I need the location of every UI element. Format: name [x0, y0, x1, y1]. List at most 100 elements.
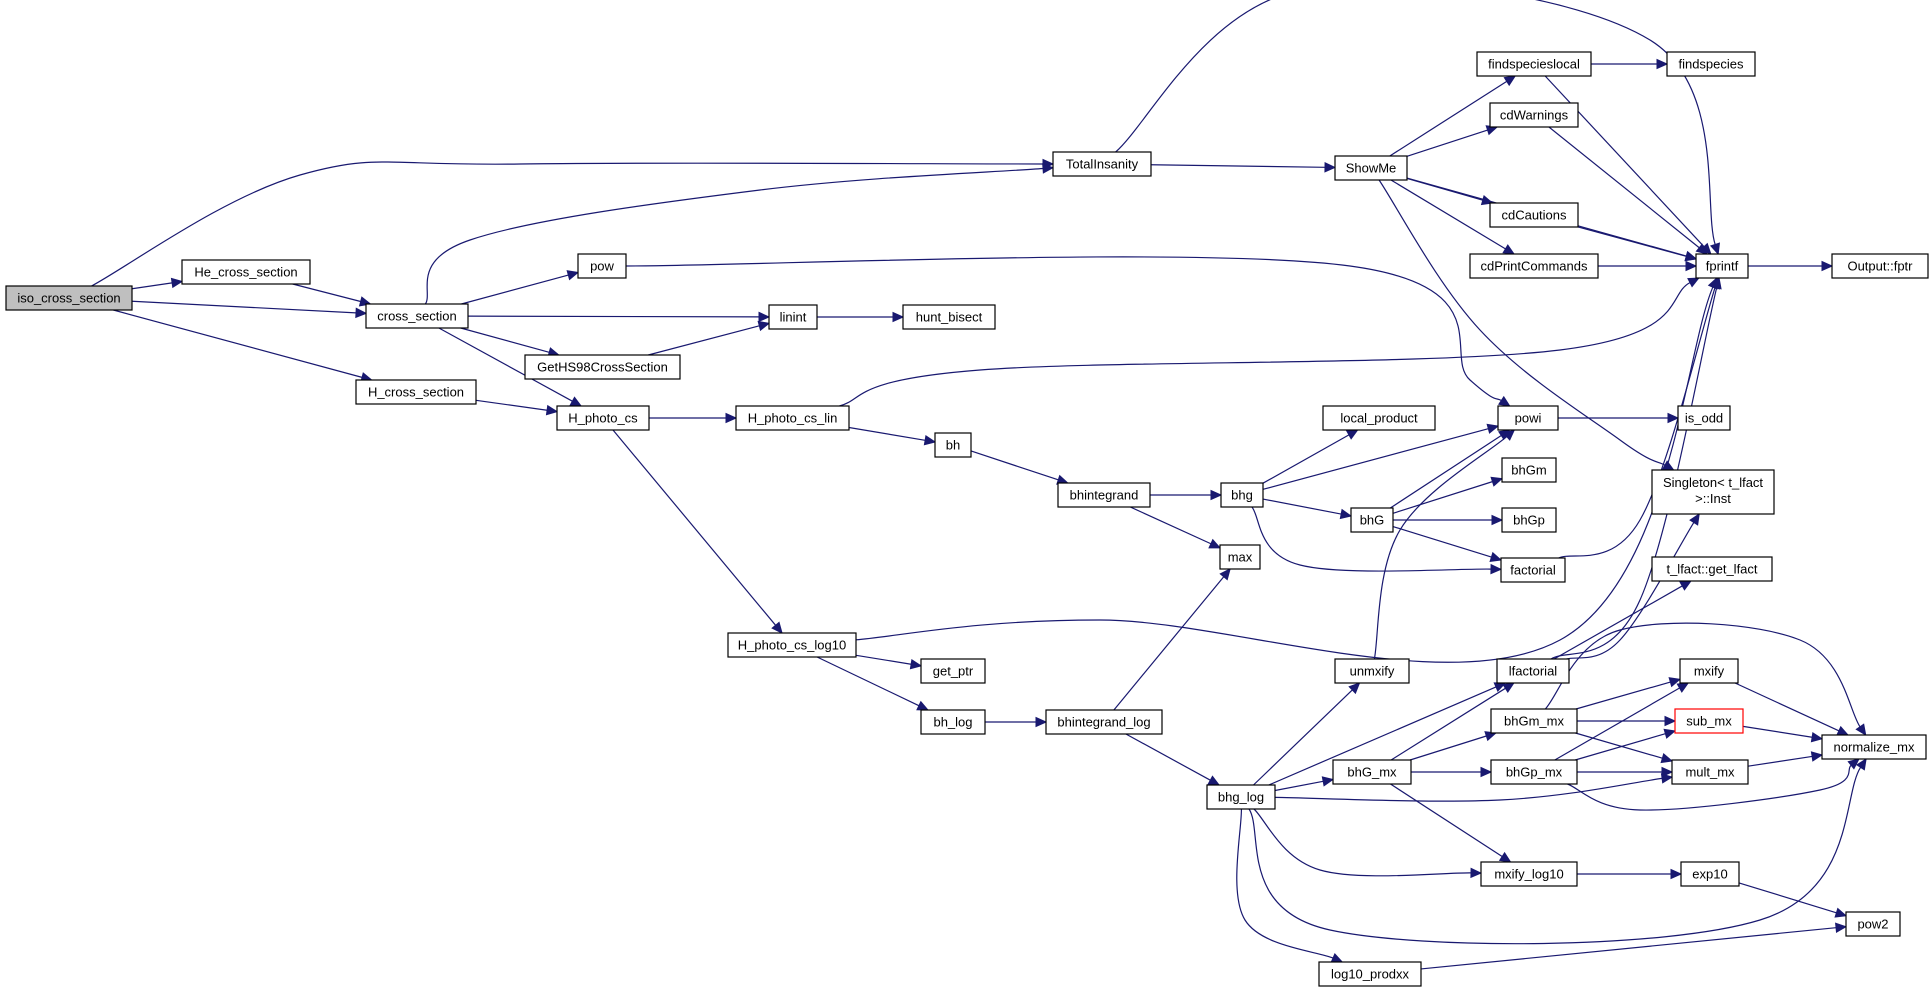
node-bhGp[interactable]: bhGp [1501, 507, 1557, 533]
node-box[interactable] [1332, 759, 1412, 785]
node-powi[interactable]: powi [1497, 405, 1559, 431]
node-bhg_log[interactable]: bhg_log [1206, 784, 1276, 810]
node-bhGp_mx[interactable]: bhGp_mx [1490, 759, 1578, 785]
node-box[interactable] [1679, 658, 1739, 684]
node-hunt_bisect[interactable]: hunt_bisect [902, 304, 996, 330]
node-bhg[interactable]: bhg [1220, 482, 1264, 508]
node-box[interactable] [1490, 759, 1578, 785]
node-findspecies[interactable]: findspecies [1666, 51, 1756, 77]
node-box[interactable] [1057, 482, 1151, 508]
node-box[interactable] [1666, 51, 1756, 77]
node-iso_cross_section[interactable]: iso_cross_section [5, 285, 133, 311]
node-bhGm[interactable]: bhGm [1501, 457, 1557, 483]
node-Output_fptr[interactable]: Output::fptr [1831, 253, 1929, 279]
node-local_product[interactable]: local_product [1322, 405, 1436, 431]
node-box[interactable] [1671, 759, 1749, 785]
node-box[interactable] [1674, 708, 1744, 734]
node-box[interactable] [902, 304, 996, 330]
node-box[interactable] [1318, 961, 1422, 987]
node-findspecieslocal[interactable]: findspecieslocal [1476, 51, 1592, 77]
node-cdCautions[interactable]: cdCautions [1489, 202, 1579, 228]
node-log10_prodxx[interactable]: log10_prodxx [1318, 961, 1422, 987]
node-bhGm_mx[interactable]: bhGm_mx [1490, 708, 1578, 734]
node-box[interactable] [1334, 155, 1408, 181]
node-box[interactable] [1334, 658, 1410, 684]
node-box[interactable] [934, 432, 972, 458]
node-pow[interactable]: pow [577, 253, 627, 279]
node-mxify_log10[interactable]: mxify_log10 [1480, 861, 1578, 887]
node-t_lfact_get[interactable]: t_lfact::get_lfact [1651, 556, 1773, 582]
node-mxify[interactable]: mxify [1679, 658, 1739, 684]
node-bhintegrand[interactable]: bhintegrand [1057, 482, 1151, 508]
node-Singleton[interactable]: Singleton< t_lfact>::Inst [1651, 469, 1775, 515]
node-get_ptr[interactable]: get_ptr [920, 658, 986, 684]
node-box[interactable] [1469, 253, 1599, 279]
node-GetHS98CrossSection[interactable]: GetHS98CrossSection [524, 354, 681, 380]
node-box[interactable] [5, 285, 133, 311]
node-box[interactable] [1500, 557, 1566, 583]
node-H_photo_cs[interactable]: H_photo_cs [556, 405, 650, 431]
node-exp10[interactable]: exp10 [1680, 861, 1740, 887]
node-box[interactable] [1489, 202, 1579, 228]
node-cdWarnings[interactable]: cdWarnings [1489, 102, 1579, 128]
node-box[interactable] [1651, 556, 1773, 582]
node-box[interactable] [1322, 405, 1436, 431]
node-box[interactable] [1480, 861, 1578, 887]
node-box[interactable] [768, 304, 818, 330]
node-box[interactable] [1501, 507, 1557, 533]
node-box[interactable] [1695, 253, 1749, 279]
node-box[interactable] [556, 405, 650, 431]
node-box[interactable] [920, 709, 986, 735]
node-ShowMe[interactable]: ShowMe [1334, 155, 1408, 181]
node-unmxify[interactable]: unmxify [1334, 658, 1410, 684]
node-box[interactable] [1677, 405, 1731, 431]
node-box[interactable] [181, 259, 311, 285]
node-H_photo_cs_lin[interactable]: H_photo_cs_lin [735, 405, 850, 431]
node-is_odd[interactable]: is_odd [1677, 405, 1731, 431]
node-box[interactable] [727, 632, 857, 658]
node-mult_mx[interactable]: mult_mx [1671, 759, 1749, 785]
node-box[interactable] [1476, 51, 1592, 77]
node-box[interactable] [365, 303, 469, 329]
node-max[interactable]: max [1219, 544, 1261, 570]
node-H_cross_section[interactable]: H_cross_section [355, 379, 477, 405]
node-He_cross_section[interactable]: He_cross_section [181, 259, 311, 285]
node-cdPrintCommands[interactable]: cdPrintCommands [1469, 253, 1599, 279]
node-box[interactable] [1045, 709, 1163, 735]
node-lfactorial[interactable]: lfactorial [1496, 658, 1570, 684]
node-bhintegrand_log[interactable]: bhintegrand_log [1045, 709, 1163, 735]
node-box[interactable] [920, 658, 986, 684]
node-bhG[interactable]: bhG [1350, 507, 1394, 533]
node-box[interactable] [1489, 102, 1579, 128]
node-bh_log[interactable]: bh_log [920, 709, 986, 735]
node-pow2[interactable]: pow2 [1845, 911, 1901, 937]
node-TotalInsanity[interactable]: TotalInsanity [1052, 151, 1152, 177]
node-box[interactable] [1680, 861, 1740, 887]
node-H_photo_cs_log10[interactable]: H_photo_cs_log10 [727, 632, 857, 658]
node-bh[interactable]: bh [934, 432, 972, 458]
node-box[interactable] [355, 379, 477, 405]
node-cross_section[interactable]: cross_section [365, 303, 469, 329]
node-box[interactable] [1651, 469, 1775, 515]
node-linint[interactable]: linint [768, 304, 818, 330]
node-fprintf[interactable]: fprintf [1695, 253, 1749, 279]
node-box[interactable] [524, 354, 681, 380]
node-normalize_mx[interactable]: normalize_mx [1821, 734, 1927, 760]
node-box[interactable] [577, 253, 627, 279]
node-box[interactable] [1220, 482, 1264, 508]
node-box[interactable] [1845, 911, 1901, 937]
node-box[interactable] [1831, 253, 1929, 279]
node-box[interactable] [1490, 708, 1578, 734]
node-box[interactable] [1497, 405, 1559, 431]
node-bhG_mx[interactable]: bhG_mx [1332, 759, 1412, 785]
node-box[interactable] [1496, 658, 1570, 684]
node-factorial[interactable]: factorial [1500, 557, 1566, 583]
node-sub_mx[interactable]: sub_mx [1674, 708, 1744, 734]
node-box[interactable] [1052, 151, 1152, 177]
node-box[interactable] [1501, 457, 1557, 483]
node-box[interactable] [1350, 507, 1394, 533]
node-box[interactable] [1206, 784, 1276, 810]
node-box[interactable] [735, 405, 850, 431]
node-box[interactable] [1821, 734, 1927, 760]
node-box[interactable] [1219, 544, 1261, 570]
